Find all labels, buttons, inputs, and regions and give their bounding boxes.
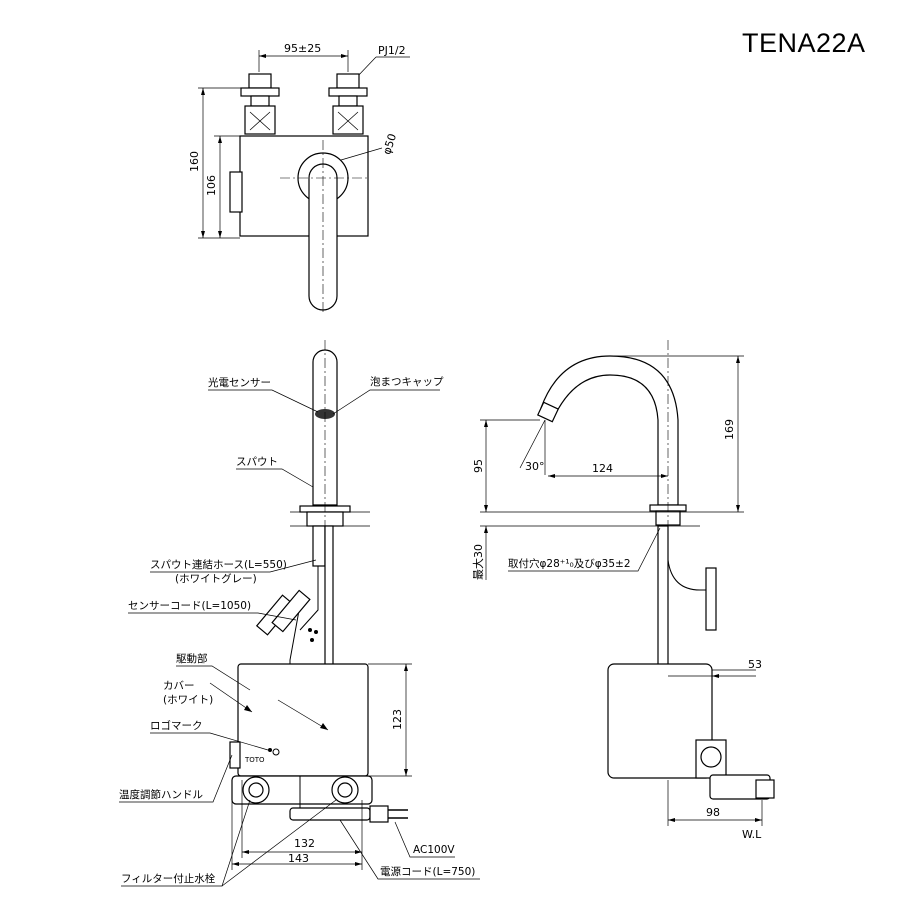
drive-unit-side bbox=[607, 663, 713, 779]
label-ac: AC100V bbox=[413, 844, 455, 856]
dim-169: 169 bbox=[723, 419, 736, 440]
right-supply-fitting bbox=[328, 73, 368, 135]
wall-line: W.L bbox=[742, 828, 762, 841]
label-mount-hole: 取付穴φ28⁺¹₀及びφ35±2 bbox=[508, 557, 631, 570]
label-hose: スパウト連結ホース(L=550) bbox=[150, 558, 287, 571]
front-view: TOTO 123 132 143 光電センサー 泡まつキャップ bbox=[119, 340, 480, 887]
dim-106: 106 bbox=[205, 175, 218, 196]
side-view: 30° 169 95 124 最大30 取付穴φ28⁺¹₀及 bbox=[471, 340, 775, 841]
left-supply-fitting bbox=[240, 73, 280, 135]
angle-30: 30° bbox=[525, 460, 545, 473]
dim-123: 123 bbox=[391, 709, 404, 730]
dim-95: 95 bbox=[472, 459, 485, 473]
label-drive-unit: 駆動部 bbox=[176, 652, 208, 665]
label-spout: スパウト bbox=[236, 456, 278, 468]
top-view: 95±25 PJ1/2 φ50 bbox=[188, 42, 410, 315]
dim-132: 132 bbox=[294, 837, 315, 850]
dim-98: 98 bbox=[706, 806, 720, 819]
dim-143: 143 bbox=[288, 852, 309, 865]
label-sensor-cord: センサーコード(L=1050) bbox=[128, 600, 251, 612]
label-hose-color: (ホワイトグレー) bbox=[175, 572, 257, 585]
label-cover-color: (ホワイト) bbox=[163, 694, 213, 706]
label-filter-valve: フィルター付止水栓 bbox=[121, 872, 216, 885]
spout-side bbox=[540, 355, 679, 506]
label-aerator-cap: 泡まつキャップ bbox=[370, 375, 444, 388]
label-logo-mark: ロゴマーク bbox=[150, 719, 203, 732]
model-number: TENA22A bbox=[742, 28, 866, 58]
dim-53: 53 bbox=[748, 658, 762, 671]
label-temp-handle: 温度調節ハンドル bbox=[119, 788, 203, 801]
svg-text:TOTO: TOTO bbox=[244, 756, 265, 764]
dim-max30: 最大30 bbox=[471, 544, 485, 580]
dim-diameter: φ50 bbox=[380, 132, 399, 156]
handle-top bbox=[229, 171, 243, 213]
dim-124: 124 bbox=[592, 462, 613, 475]
label-cover: カバー bbox=[163, 680, 195, 692]
thread-label: PJ1/2 bbox=[378, 44, 406, 57]
label-photo-sensor: 光電センサー bbox=[208, 376, 271, 389]
spout-front bbox=[312, 349, 338, 506]
dim-pitch: 95±25 bbox=[284, 42, 321, 55]
label-power-cord: 電源コード(L=750) bbox=[380, 865, 475, 878]
dim-160: 160 bbox=[188, 151, 201, 172]
